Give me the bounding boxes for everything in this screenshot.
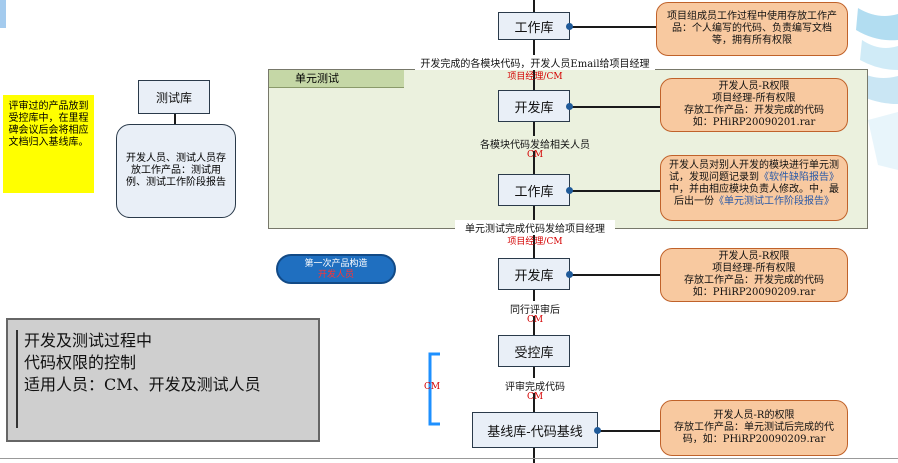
edge2-label: 各模块代码发给相关人员 <box>465 136 605 151</box>
edge5-label: 评审完成代码 <box>495 378 575 393</box>
unit-test-label-box: 单元测试 <box>269 70 404 88</box>
note-work-lib: 项目组成员工作过程中使用存放工作产品：个人编写的代码、负责编写文档等，拥有所有权… <box>656 2 848 56</box>
edge3-label: 单元测试完成代码发给项目经理 <box>455 220 615 235</box>
connector-4 <box>570 274 660 276</box>
connector-3-dot <box>566 187 573 194</box>
defect-report-link: 《软件缺陷报告》 <box>759 172 839 183</box>
flow-line-1 <box>533 0 535 12</box>
note-dev-lib-1: 开发人员-R权限 项目经理-所有权限 存放工作产品：开发完成的代码 如：PHiR… <box>660 78 848 132</box>
first-build-pill: 第一次产品构造 开发人员 <box>276 254 396 284</box>
edge1-cm: 项目经理/CM <box>507 72 563 82</box>
unit-test-label: 单元测试 <box>295 72 339 85</box>
top-left-marker <box>0 0 6 28</box>
edge1-label: 开发完成的各模块代码，开发人员Email给项目经理 <box>415 55 655 70</box>
unit-test-report-link: 《单元测试工作阶段报告》 <box>714 196 834 207</box>
flow-box-dev-lib-2: 开发库 <box>498 258 570 290</box>
flow-box-dev-lib-1: 开发库 <box>498 90 570 122</box>
connector-2-dot <box>566 103 573 110</box>
cm-bracket <box>428 352 440 426</box>
bottom-divider <box>0 458 898 459</box>
flow-box-work-lib-2: 工作库 <box>498 174 570 206</box>
summary-inner: 开发及测试过程中 代码权限的控制 适用人员：CM、开发及测试人员 <box>16 330 308 428</box>
flow-box-baseline-lib: 基线库-代码基线 <box>472 412 598 448</box>
flow-box-work-lib-1: 工作库 <box>498 12 570 40</box>
connector-5-dot <box>594 427 601 434</box>
edge2-cm: CM <box>526 150 544 160</box>
summary-box: 开发及测试过程中 代码权限的控制 适用人员：CM、开发及测试人员 <box>6 318 320 442</box>
edge4-cm: CM <box>526 315 544 325</box>
test-lib-desc: 开发人员、测试人员存放工作产品：测试用例、测试工作阶段报告 <box>116 124 236 218</box>
note-unit-test: 开发人员对别人开发的模块进行单元测试，发现问题记录到《软件缺陷报告》中，并由相应… <box>660 155 848 221</box>
connector-3 <box>570 190 660 192</box>
test-lib-line <box>174 114 176 124</box>
note-baseline-lib: 开发人员-R的权限 存放工作产品：单元测试后完成的代码，如：PHiRP20090… <box>660 400 848 456</box>
connector-4-dot <box>566 271 573 278</box>
test-lib-title: 测试库 <box>138 80 210 114</box>
yellow-note: 评审过的产品放到受控库中，在里程碑会议后会将相应文档归入基线库。 <box>3 95 94 193</box>
connector-5 <box>598 430 660 432</box>
edge4-label: 同行评审后 <box>495 301 575 316</box>
edge5-cm: CM <box>526 392 544 402</box>
connector-1 <box>570 26 656 28</box>
connector-2 <box>570 106 660 108</box>
connector-1-dot <box>566 23 573 30</box>
summary-line-2: 代码权限的控制 <box>24 353 137 372</box>
note-dev-lib-2: 开发人员-R权限 项目经理-所有权限 存放工作产品：开发完成的代码 如：PHiR… <box>660 248 848 302</box>
summary-line-3: 适用人员：CM、开发及测试人员 <box>24 375 261 394</box>
edge3-cm: 项目经理/CM <box>507 237 563 247</box>
cm-bracket-label: CM <box>423 382 441 392</box>
flow-line-7 <box>533 448 535 463</box>
flow-box-controlled-lib: 受控库 <box>498 335 570 367</box>
summary-line-1: 开发及测试过程中 <box>24 331 153 350</box>
